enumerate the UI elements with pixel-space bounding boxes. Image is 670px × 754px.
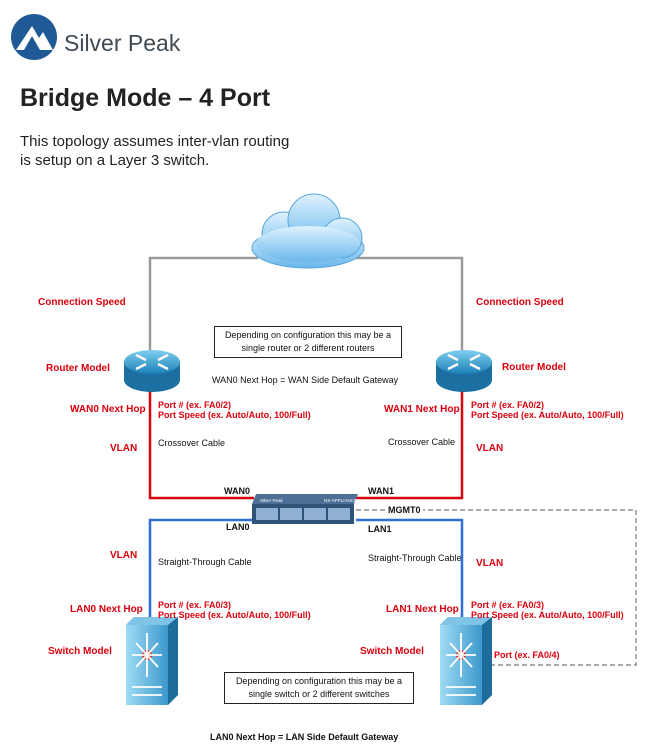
appliance-left-text: Silver Peak — [260, 498, 284, 503]
conn-speed-left-label: Connection Speed — [38, 297, 126, 308]
intro-line-1: This topology assumes inter-vlan routing — [20, 133, 290, 150]
page-title: Bridge Mode – 4 Port — [20, 84, 271, 112]
speed-right-top: Port Speed (ex. Auto/Auto, 100/Full) — [471, 410, 624, 420]
router-right-port-info: Port # (ex. FA0/2) Port Speed (ex. Auto/… — [471, 400, 624, 420]
lan1-next-hop-label: LAN1 Next Hop — [386, 604, 459, 615]
wire-mgmt0 — [356, 509, 637, 666]
speed-left-bottom: Port Speed (ex. Auto/Auto, 100/Full) — [158, 610, 311, 620]
wire-cloud-router-right — [356, 256, 464, 355]
brand-name: Silver Peak — [64, 30, 181, 56]
wan1-port-label: WAN1 — [368, 486, 395, 496]
router-icon — [124, 350, 180, 392]
port-left-bottom: Port # (ex. FA0/3) — [158, 600, 232, 610]
port-left-top: Port # (ex. FA0/2) — [158, 400, 232, 410]
switch-model-left-label: Switch Model — [48, 646, 112, 657]
wan0-next-hop-label: WAN0 Next Hop — [70, 404, 146, 415]
wan0-port-label: WAN0 — [224, 486, 251, 496]
intro-text: This topology assumes inter-vlan routing… — [20, 132, 320, 170]
speed-left-top: Port Speed (ex. Auto/Auto, 100/Full) — [158, 410, 311, 420]
wire-lan0 — [148, 518, 254, 625]
port-right-bottom: Port # (ex. FA0/3) — [471, 600, 545, 610]
appliance-right-text: NX-APPLIANCE — [324, 498, 357, 503]
wan-gateway-label: WAN0 Next Hop = WAN Side Default Gateway — [212, 375, 399, 385]
conn-speed-right-label: Connection Speed — [476, 297, 564, 308]
router-model-right-label: Router Model — [502, 362, 566, 373]
switch-icon — [126, 617, 178, 705]
crossover-right-label: Crossover Cable — [388, 437, 456, 447]
switch-icon — [440, 617, 492, 705]
wire-cloud-router-left — [148, 256, 258, 355]
straight-left-label: Straight-Through Cable — [158, 557, 252, 567]
switch-left-port-info: Port # (ex. FA0/3) Port Speed (ex. Auto/… — [158, 600, 311, 620]
appliance-icon: Silver Peak NX-APPLIANCE — [252, 494, 358, 524]
router-icon — [436, 350, 492, 392]
port-right-top: Port # (ex. FA0/2) — [471, 400, 545, 410]
lan0-next-hop-label: LAN0 Next Hop — [70, 604, 143, 615]
vlan-left-top-label: VLAN — [110, 443, 138, 454]
port-mgmt-label: Port (ex. FA0/4) — [494, 650, 560, 660]
intro-line-2: is setup on a Layer 3 switch. — [20, 152, 210, 169]
mgmt0-port-label: MGMT0 — [386, 505, 423, 515]
vlan-left-bottom-label: VLAN — [110, 550, 138, 561]
lan-gateway-label: LAN0 Next Hop = LAN Side Default Gateway — [210, 732, 399, 742]
switch-model-right-label: Switch Model — [360, 646, 424, 657]
speed-right-bottom: Port Speed (ex. Auto/Auto, 100/Full) — [471, 610, 624, 620]
silver-peak-logo-icon — [11, 14, 57, 60]
router-left-port-info: Port # (ex. FA0/2) Port Speed (ex. Auto/… — [158, 400, 311, 420]
vlan-right-bottom-label: VLAN — [476, 558, 504, 569]
straight-right-label: Straight-Through Cable — [368, 553, 462, 563]
wan1-next-hop-label: WAN1 Next Hop — [384, 404, 460, 415]
crossover-left-label: Crossover Cable — [158, 438, 226, 448]
vlan-right-top-label: VLAN — [476, 443, 504, 454]
lan0-port-label: LAN0 — [226, 522, 250, 532]
switch-note: Depending on configuration this may be a… — [224, 672, 414, 704]
switch-right-port-info: Port # (ex. FA0/3) Port Speed (ex. Auto/… — [471, 600, 624, 620]
wire-wan1 — [356, 390, 464, 500]
router-note: Depending on configuration this may be a… — [214, 326, 402, 358]
router-model-left-label: Router Model — [46, 363, 110, 374]
lan1-port-label: LAN1 — [368, 524, 392, 534]
wire-lan1 — [356, 518, 464, 625]
wire-wan0 — [148, 390, 254, 500]
cloud-icon — [251, 193, 365, 269]
